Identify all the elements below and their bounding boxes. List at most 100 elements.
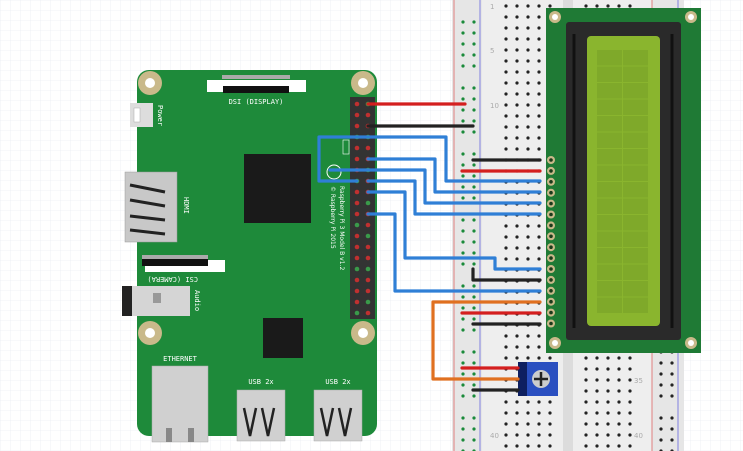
breadboard-hole [537, 15, 541, 19]
gpio-pin [354, 255, 360, 261]
lcd-char-cell [597, 83, 622, 99]
breadboard-hole [526, 433, 530, 437]
rail-hole [472, 42, 476, 46]
row-number-10: 10 [490, 102, 499, 110]
breadboard-hole [515, 48, 519, 52]
gpio-pin [354, 288, 360, 294]
breadboard-hole [526, 224, 530, 228]
rail-hole [659, 372, 663, 376]
rail-hole [461, 284, 465, 288]
breadboard-hole [504, 37, 508, 41]
gpio-pin [365, 145, 371, 151]
rail-hole [472, 295, 476, 299]
ethernet-label: ETHERNET [163, 355, 198, 363]
rail-hole [472, 163, 476, 167]
row-number-1: 1 [490, 3, 494, 11]
breadboard-hole [606, 400, 610, 404]
breadboard-hole [584, 400, 588, 404]
rail-hole [461, 317, 465, 321]
rail-hole [461, 240, 465, 244]
breadboard-hole [515, 235, 519, 239]
potentiometer[interactable] [518, 362, 558, 396]
breadboard-hole [537, 147, 541, 151]
breadboard-hole [595, 389, 599, 393]
breadboard-hole [504, 59, 508, 63]
breadboard-hole [537, 136, 541, 140]
breadboard-hole [504, 422, 508, 426]
breadboard-hole [504, 356, 508, 360]
rail-hole [461, 306, 465, 310]
gpio-pin [365, 310, 371, 316]
breadboard-hole [515, 411, 519, 415]
breadboard-hole [526, 81, 530, 85]
breadboard-hole [595, 422, 599, 426]
lcd-char-cell [597, 264, 622, 280]
rail-hole [472, 427, 476, 431]
ethernet-port [151, 365, 209, 443]
wire-lcd-5 [328, 168, 542, 205]
breadboard-hole [537, 70, 541, 74]
rail-hole [461, 262, 465, 266]
breadboard-hole [526, 125, 530, 129]
gpio-pin [365, 200, 371, 206]
breadboard-hole [537, 48, 541, 52]
gpio-pin [354, 200, 360, 206]
breadboard-hole [515, 92, 519, 96]
rail-hole [472, 119, 476, 123]
breadboard-hole [537, 345, 541, 349]
breadboard-hole [537, 356, 541, 360]
breadboard-hole [628, 422, 632, 426]
lcd-char-cell [597, 149, 622, 165]
breadboard-hole [617, 4, 621, 8]
breadboard-hole [515, 26, 519, 30]
breadboard-hole [504, 48, 508, 52]
breadboard-hole [537, 125, 541, 129]
rail-hole [659, 416, 663, 420]
breadboard-hole [606, 367, 610, 371]
rail-hole [670, 361, 674, 365]
breadboard-hole [606, 422, 610, 426]
breadboard-hole [504, 433, 508, 437]
rail-hole [461, 152, 465, 156]
rail-hole [461, 350, 465, 354]
breadboard-hole [515, 136, 519, 140]
csi-connector [142, 255, 225, 272]
breadboard-hole [537, 37, 541, 41]
breadboard-hole [628, 356, 632, 360]
row-number-40: 40 [490, 432, 499, 440]
gpio-pin [365, 299, 371, 305]
breadboard-hole [515, 81, 519, 85]
breadboard-hole [526, 4, 530, 8]
rail-hole [461, 185, 465, 189]
breadboard-hole [548, 422, 552, 426]
lcd-char-cell [623, 83, 648, 99]
breadboard-hole [515, 444, 519, 448]
hdmi-label: HDMI [182, 197, 190, 214]
breadboard-hole [526, 235, 530, 239]
mounting-holes [138, 71, 375, 345]
breadboard-hole [537, 422, 541, 426]
breadboard-hole [537, 433, 541, 437]
breadboard-hole [548, 400, 552, 404]
rail-hole [472, 218, 476, 222]
breadboard-hole [617, 367, 621, 371]
rail-hole [670, 372, 674, 376]
breadboard-hole [537, 257, 541, 261]
rail-hole [461, 416, 465, 420]
rail-hole [472, 361, 476, 365]
rail-hole [670, 427, 674, 431]
gpio-pin [365, 288, 371, 294]
breadboard-hole [515, 125, 519, 129]
breadboard-hole [595, 4, 599, 8]
breadboard-hole [548, 411, 552, 415]
rail-hole [472, 64, 476, 68]
gpio-header [350, 97, 375, 319]
wire-lcd-12 [471, 267, 542, 282]
breadboard-hole [537, 400, 541, 404]
breadboard-hole [606, 356, 610, 360]
breadboard-hole [504, 103, 508, 107]
breadboard-hole [628, 389, 632, 393]
rail-hole [472, 306, 476, 310]
breadboard-hole [504, 81, 508, 85]
gpio-pin [365, 255, 371, 261]
